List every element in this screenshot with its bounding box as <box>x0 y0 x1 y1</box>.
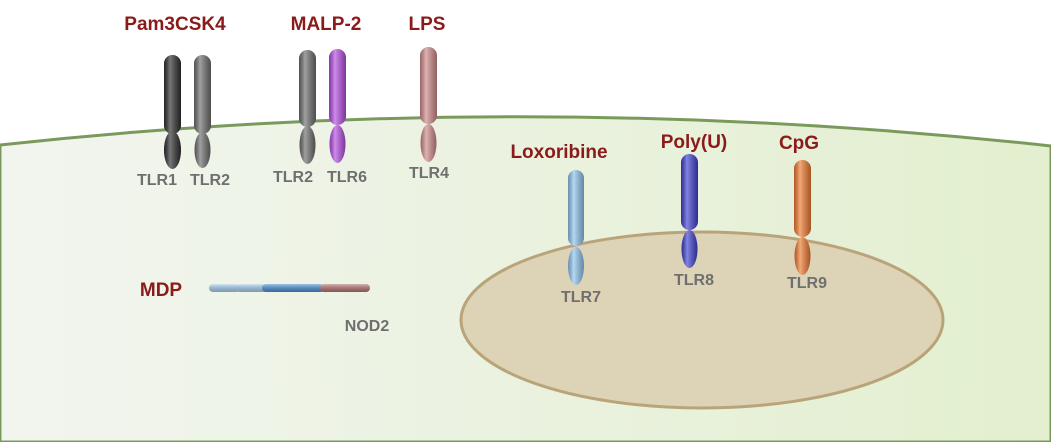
label-nod2: NOD2 <box>345 318 390 335</box>
label-tlr2: TLR2 <box>190 172 230 189</box>
ligand-lps: LPS <box>409 14 446 35</box>
label-tlr9: TLR9 <box>787 275 827 292</box>
label-tlr8: TLR8 <box>674 272 714 289</box>
nucleus <box>459 230 945 410</box>
label-tlr4: TLR4 <box>409 165 449 182</box>
tlr4-receptor <box>420 47 437 162</box>
ligand-pam3csk4: Pam3CSK4 <box>124 14 226 35</box>
tlr6-receptor <box>329 49 346 163</box>
label-tlr7: TLR7 <box>561 289 601 306</box>
tlr2-receptor <box>299 50 316 164</box>
label-tlr6: TLR6 <box>327 169 367 186</box>
ligand-polyu: Poly(U) <box>661 132 728 153</box>
ligand-loxoribine: Loxoribine <box>510 142 607 163</box>
tlr2-receptor <box>194 55 211 168</box>
ligand-malp2: MALP-2 <box>291 14 362 35</box>
nod2-receptor <box>209 284 370 292</box>
tlr7-receptor <box>568 170 584 285</box>
tlr1-receptor <box>164 55 181 169</box>
tlr9-receptor <box>794 160 811 275</box>
label-tlr2: TLR2 <box>273 169 313 186</box>
ligand-mdp: MDP <box>140 280 183 301</box>
ligand-cpg: CpG <box>779 133 819 154</box>
tlr8-receptor <box>681 154 698 268</box>
label-tlr1: TLR1 <box>137 172 177 189</box>
